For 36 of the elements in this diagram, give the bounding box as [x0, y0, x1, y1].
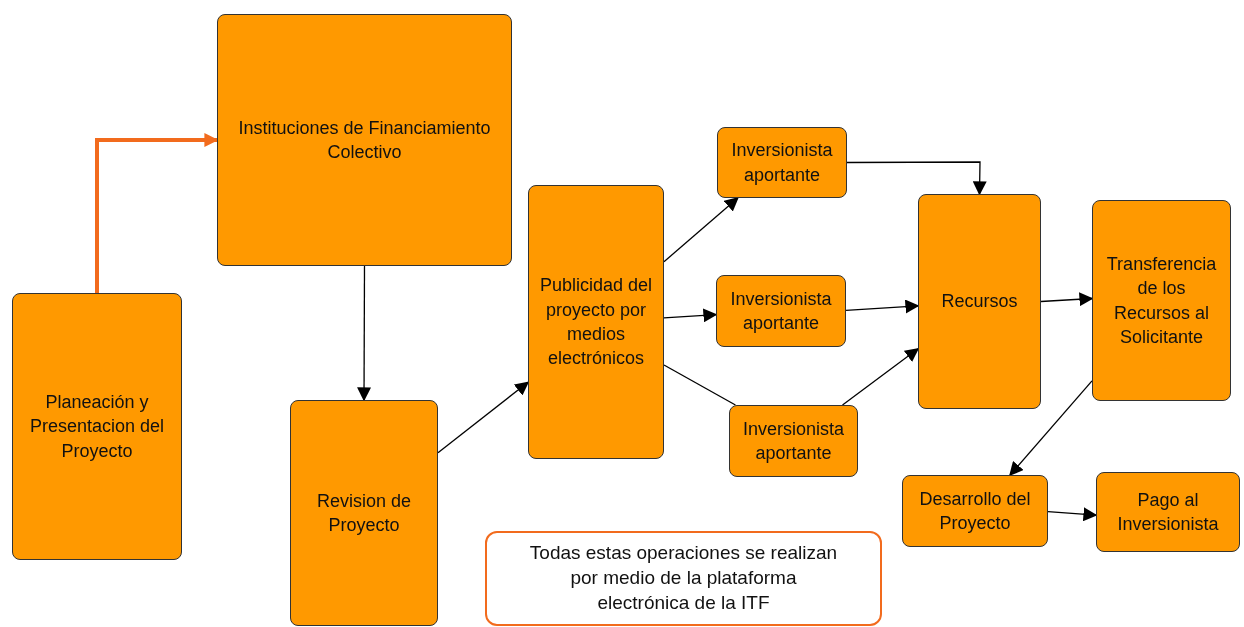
process-box [717, 127, 847, 198]
process-box [716, 275, 846, 347]
arrow [846, 161, 987, 196]
note-box [485, 531, 882, 626]
box-label: Desarrollo del Proyecto [918, 487, 1032, 535]
box-label: Inversionista aportante [741, 417, 846, 465]
box-label: Revision de Proyecto [315, 489, 413, 537]
process-box [1096, 472, 1240, 552]
arrow [437, 381, 530, 454]
arrow [1047, 507, 1098, 522]
arrow [845, 299, 920, 314]
arrow [1040, 292, 1094, 307]
process-box [528, 185, 664, 459]
box-label: Pago al Inversionista [1116, 488, 1220, 536]
box-label: Inversionista aportante [729, 287, 833, 335]
connector-line [663, 364, 737, 406]
process-box [729, 405, 858, 477]
arrow [663, 197, 739, 263]
process-box [1092, 200, 1231, 401]
box-label: Recursos [941, 290, 1018, 314]
arrow [1009, 380, 1093, 477]
box-label: Transferencia de los Recursos al Solicitante [1105, 252, 1218, 349]
process-box [12, 293, 182, 560]
process-box [902, 475, 1048, 547]
arrow [357, 265, 372, 402]
note-text: Todas estas operaciones se realizan por medio de la plataforma electrónica de la ITF [528, 541, 839, 615]
box-label: Inversionista aportante [730, 139, 834, 187]
box-label: Publicidad del proyecto por medios electrónicos [538, 274, 654, 371]
process-box [290, 400, 438, 626]
arrow [95, 133, 219, 293]
process-box [918, 194, 1041, 409]
arrow [663, 308, 718, 323]
box-label: Instituciones de Financiamiento Colectivo [237, 116, 492, 164]
arrow [841, 347, 920, 406]
process-box [217, 14, 512, 266]
box-label: Planeación y Presentacion del Proyecto [28, 391, 166, 463]
